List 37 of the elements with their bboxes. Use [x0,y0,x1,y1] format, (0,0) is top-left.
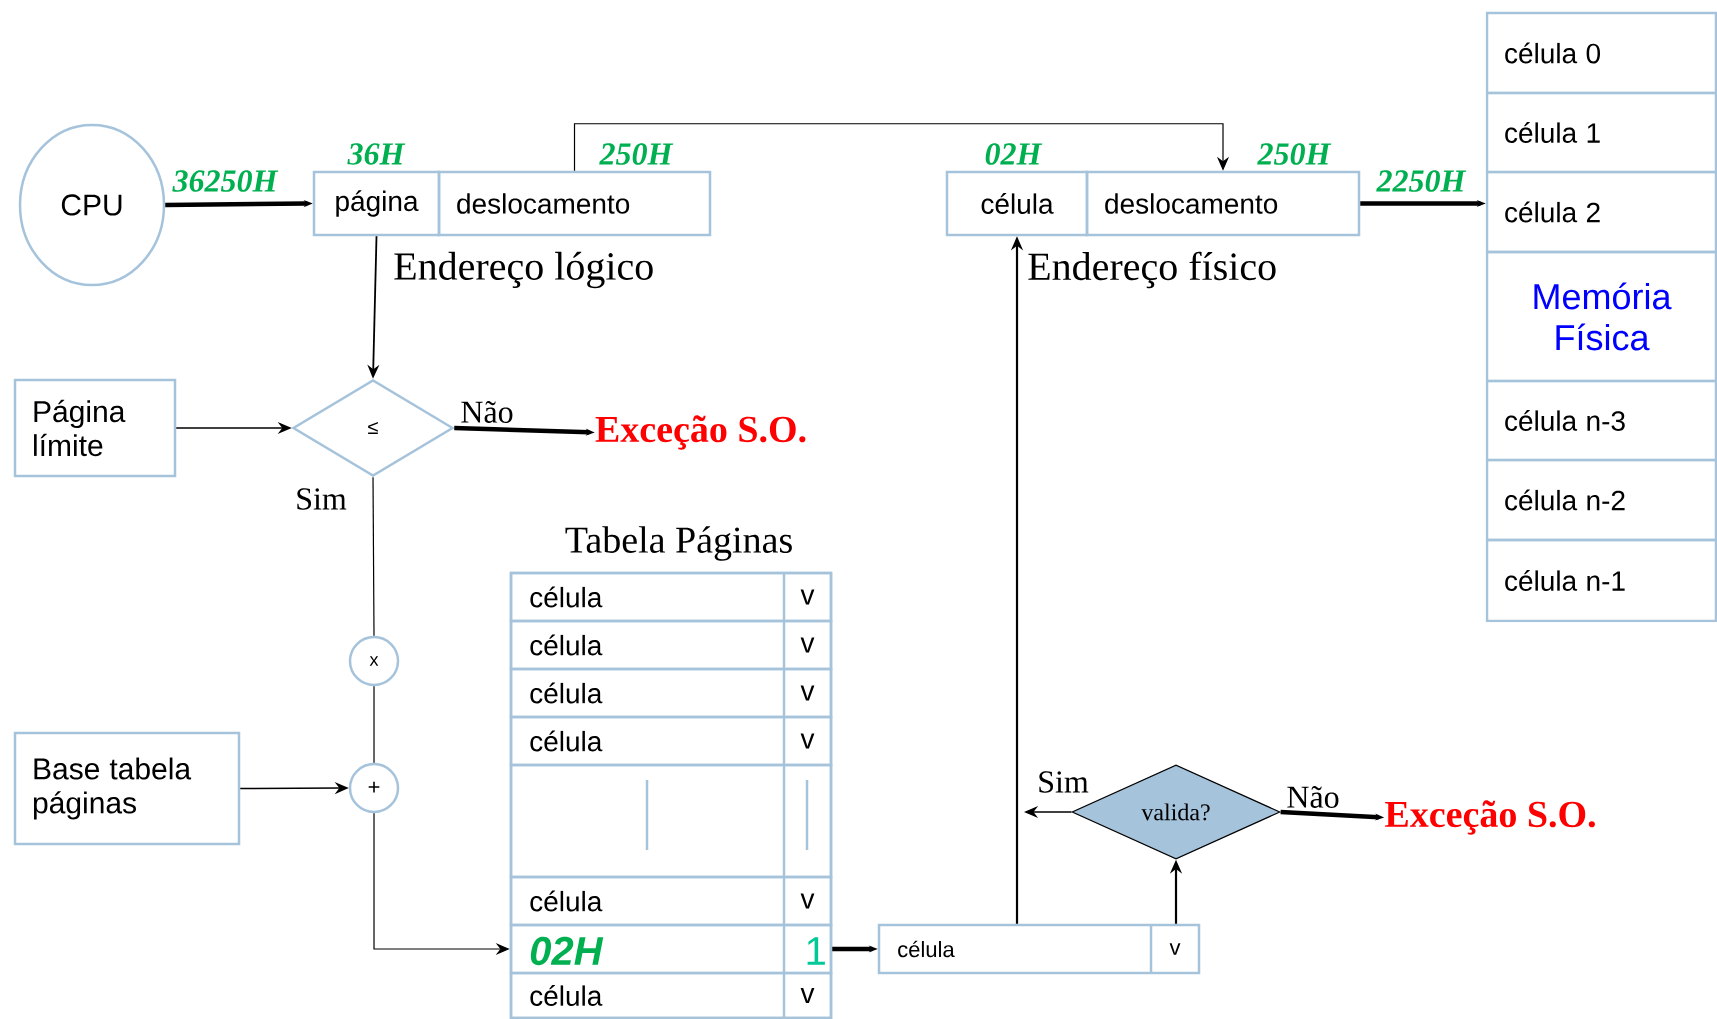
exception-text: Exceção S.O. [1385,800,1595,835]
address-cell: deslocamento [437,170,712,237]
table-row: célula v [509,667,833,719]
address-cell: célula n-3 [1485,379,1717,462]
address-cell: célula n-2 [1485,458,1717,542]
edge-label: Não [459,400,515,424]
table-row: 02H 1 [509,923,833,975]
table-row: célula v [877,923,1201,975]
address-cell: Memória Física [1485,250,1717,383]
node-label: Tabela Páginas [565,526,792,561]
caption-text: Endereço físico [1028,251,1276,289]
edge-label: 36250H [171,169,279,193]
edge-label: Não [1285,785,1341,809]
address-cell: célula [945,170,1089,237]
address-cell: célula 0 [1485,11,1717,95]
table-row: célula v [509,619,833,671]
hex-value: 02H [985,143,1043,165]
address-cell: Base tabela páginas [13,731,241,846]
table-row: célula v [509,971,833,1019]
table-row: célula v [509,571,833,623]
address-cell: célula 2 [1485,170,1717,254]
edge-label: Sim [294,487,348,511]
address-cell: Página límite [13,378,177,478]
hex-value: 250H [1257,143,1332,165]
exception-text: Exceção S.O. [595,415,806,450]
address-cell: célula 1 [1485,91,1717,174]
arrow [573,123,1230,172]
address-cell: célula n-1 [1485,538,1717,623]
table-row [509,763,833,879]
table-row: célula v [509,875,833,927]
hex-value: 250H [599,143,674,165]
caption-text: Endereço lógico [394,251,653,289]
address-cell: página [312,170,441,237]
table-row: célula v [509,715,833,767]
address-cell: deslocamento [1085,170,1361,237]
edge-label: 2250H [1375,169,1467,193]
hex-value: 36H [347,143,406,165]
